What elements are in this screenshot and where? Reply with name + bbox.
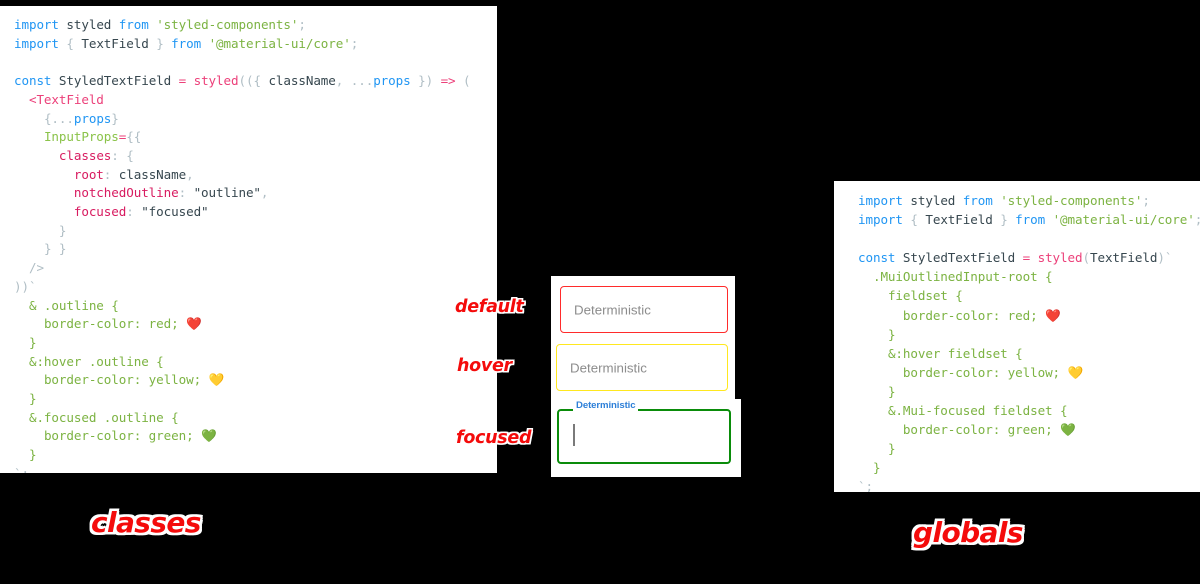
textfield-focused[interactable]: Deterministic xyxy=(557,400,731,464)
annotation-default: default xyxy=(455,297,524,317)
textfield-default[interactable]: Deterministic xyxy=(560,286,728,333)
textfield-default-placeholder: Deterministic xyxy=(574,302,651,317)
textfield-focused-label: Deterministic xyxy=(573,400,639,411)
caption-globals: globals xyxy=(913,516,1023,549)
caption-classes: classes xyxy=(91,506,201,539)
code-block-globals[interactable]: import styled from 'styled-components'; … xyxy=(858,193,1200,492)
code-panel-globals: import styled from 'styled-components'; … xyxy=(834,181,1200,492)
text-caret xyxy=(573,424,575,446)
textfield-hover[interactable]: Deterministic xyxy=(556,344,728,391)
annotation-hover: hover xyxy=(457,356,512,376)
annotation-focused: focused xyxy=(456,428,532,448)
textfield-hover-placeholder: Deterministic xyxy=(570,360,647,375)
code-block-classes[interactable]: import styled from 'styled-components'; … xyxy=(14,17,471,473)
code-panel-classes: import styled from 'styled-components'; … xyxy=(0,6,497,473)
